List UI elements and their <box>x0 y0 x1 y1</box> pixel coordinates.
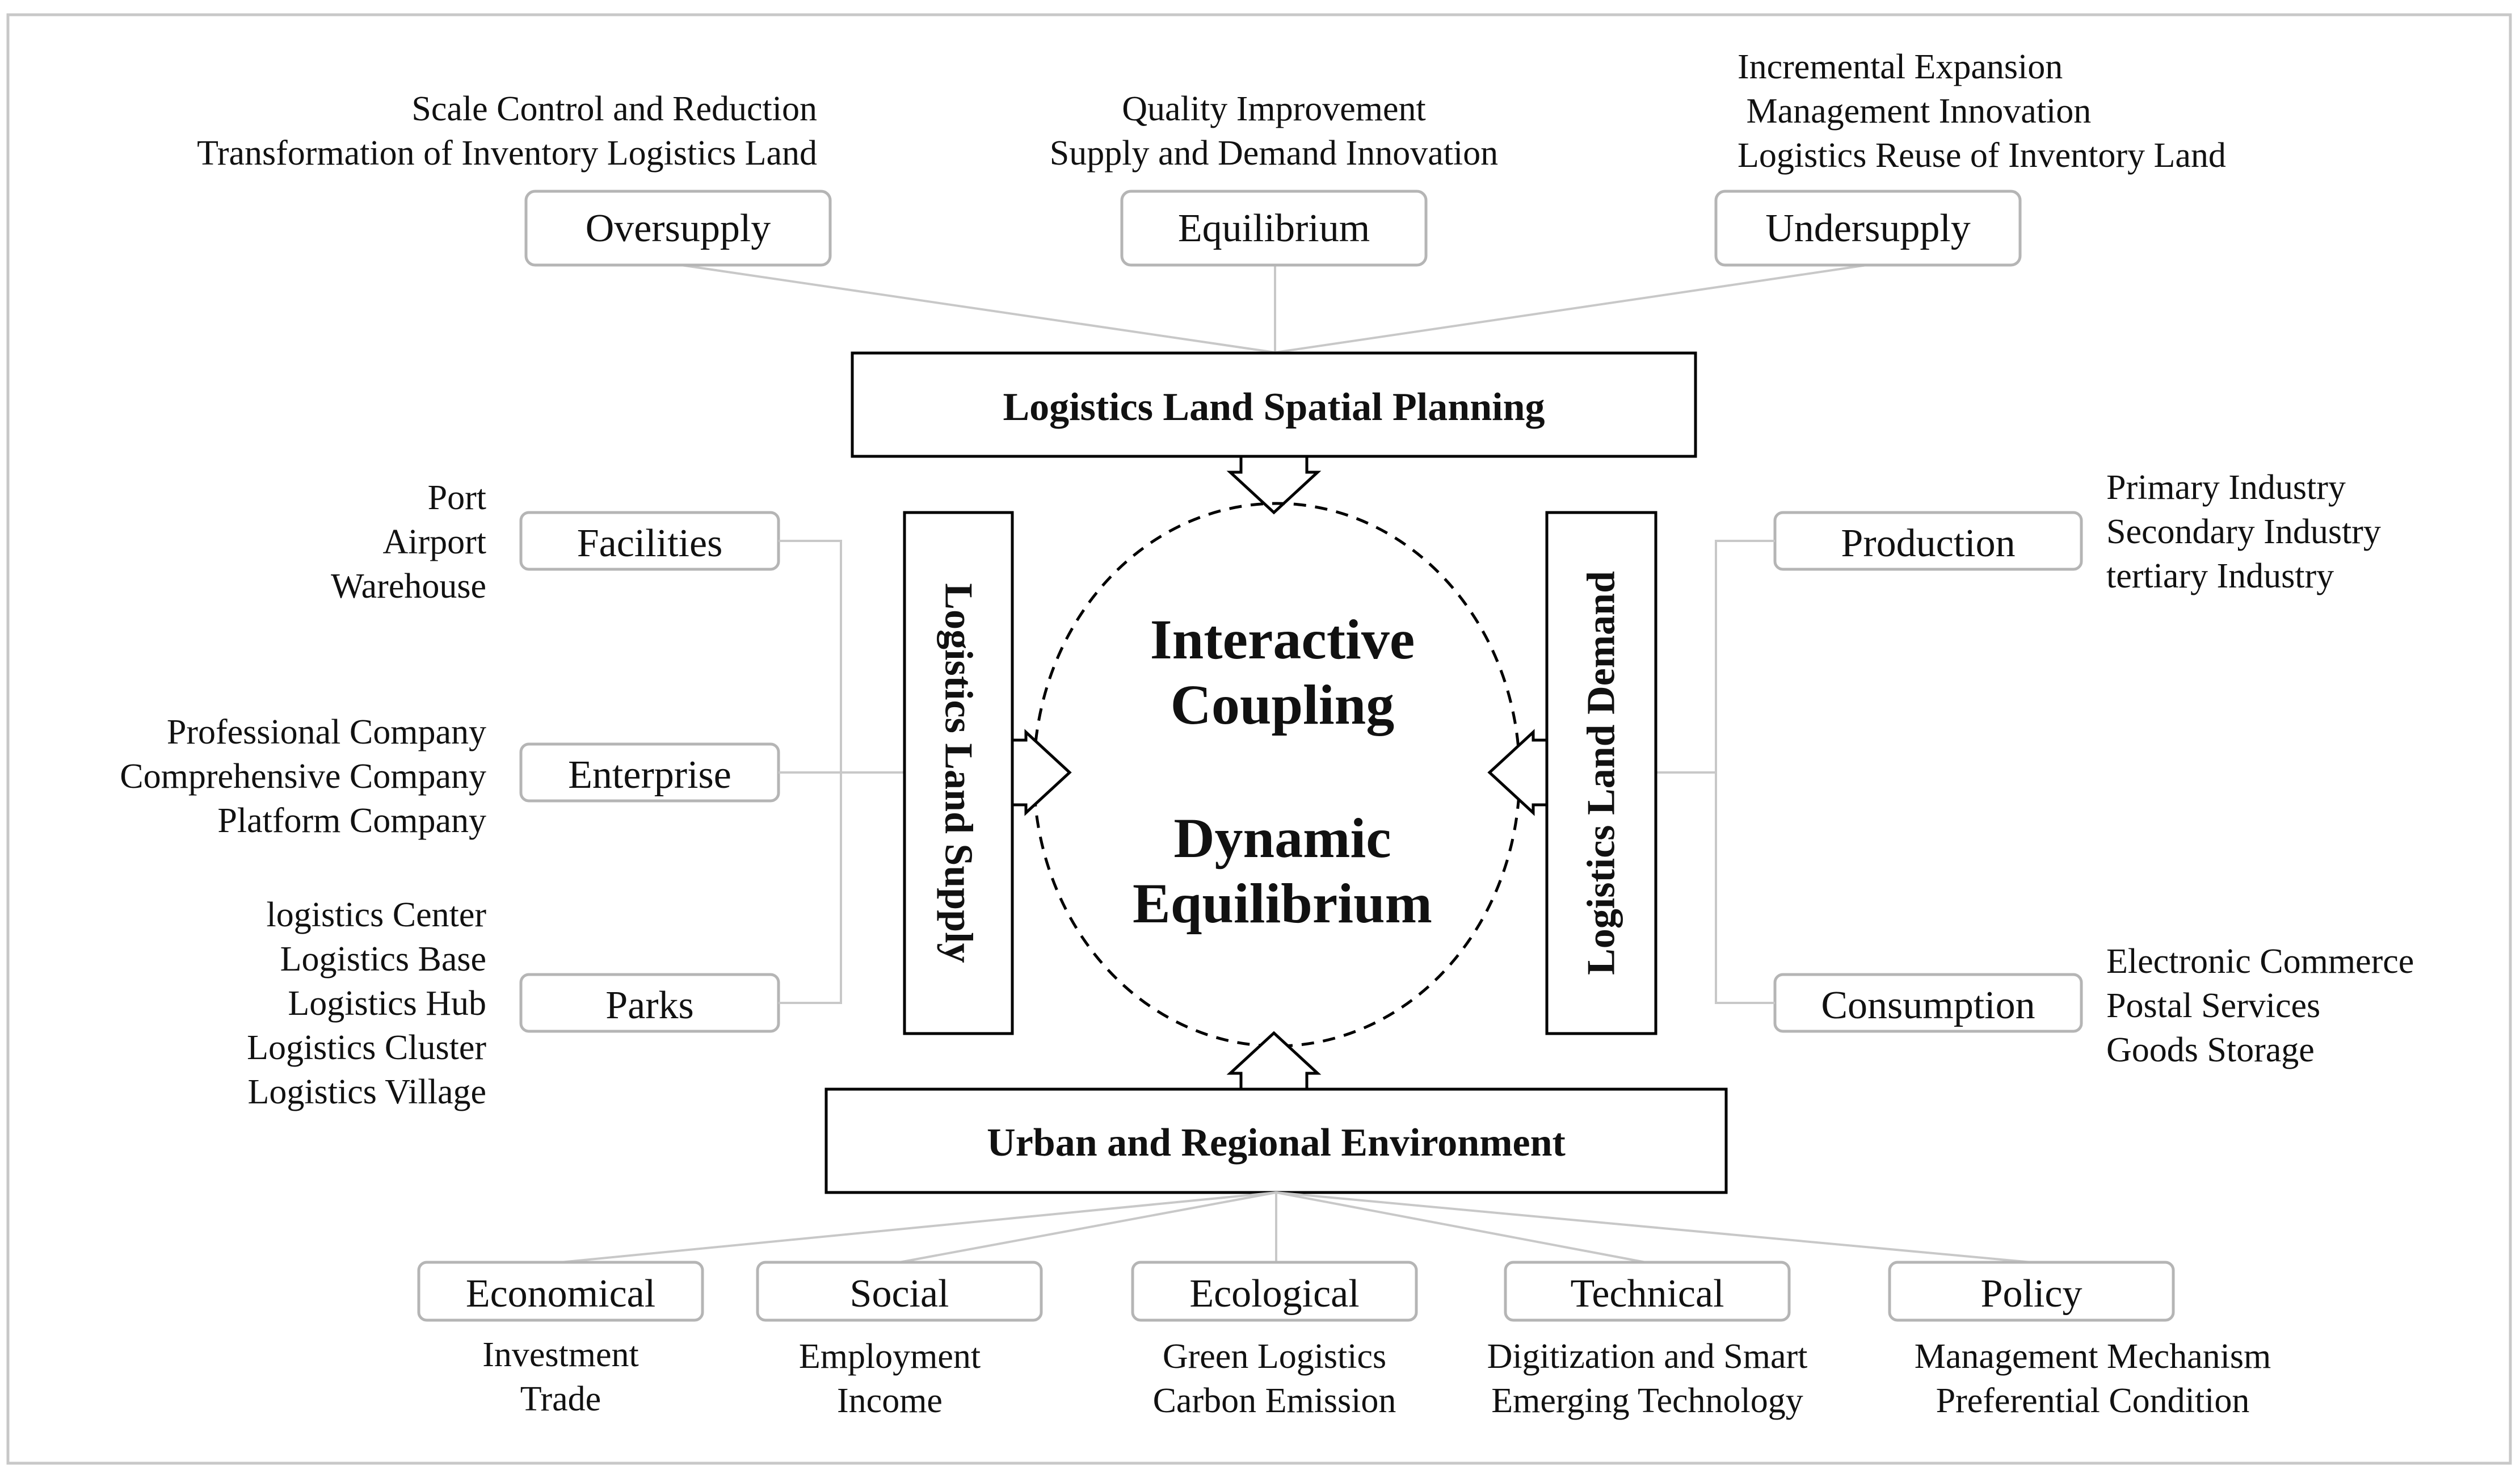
environment-title: Urban and Regional Environment <box>987 1121 1566 1165</box>
arrow-environment-to-center <box>1226 1031 1322 1091</box>
ecological-box <box>1131 1261 1418 1322</box>
connector-undersupply <box>1274 264 1867 354</box>
policy-note: Preferential Condition <box>1936 1381 2250 1420</box>
consumption-label: Consumption <box>1821 984 2035 1027</box>
connector-economical <box>560 1191 1277 1263</box>
ecological-label: Ecological <box>1189 1272 1359 1316</box>
undersupply-note: Logistics Reuse of Inventory Land <box>1738 136 2226 175</box>
connector-social <box>899 1191 1277 1263</box>
production-note: Primary Industry <box>2106 468 2346 507</box>
connector-oversupply <box>680 264 1276 354</box>
economical-note: Trade <box>520 1380 601 1418</box>
parks-note: Logistics Base <box>280 940 486 979</box>
social-box <box>756 1261 1043 1322</box>
facilities-note: Port <box>428 478 486 517</box>
environment-box <box>824 1087 1728 1194</box>
production-label: Production <box>1841 522 2015 565</box>
spatial-planning-box <box>851 351 1697 458</box>
facilities-note: Airport <box>382 523 486 561</box>
enterprise-note: Platform Company <box>217 801 486 840</box>
social-note: Income <box>837 1381 943 1420</box>
economical-label: Economical <box>466 1272 655 1316</box>
connector-facilities <box>779 540 842 772</box>
connector-technical <box>1276 1191 1646 1263</box>
oversupply-box <box>524 190 832 267</box>
social-note: Employment <box>799 1337 981 1376</box>
enterprise-note: Professional Company <box>167 713 486 751</box>
demand-box <box>1545 511 1657 1035</box>
arrow-supply-to-center <box>1011 729 1072 816</box>
facilities-label: Facilities <box>577 522 723 565</box>
oversupply-label: Oversupply <box>586 207 771 250</box>
consumption-note: Postal Services <box>2106 986 2320 1025</box>
connector-policy <box>1276 1191 2032 1263</box>
policy-label: Policy <box>1981 1272 2083 1316</box>
undersupply-note: Management Innovation <box>1738 92 2091 131</box>
center-line-equilibrium: Equilibrium <box>1133 872 1432 935</box>
center-line-dynamic: Dynamic <box>1173 807 1391 870</box>
center-line-interactive: Interactive <box>1150 608 1415 671</box>
equilibrium-box <box>1120 190 1428 267</box>
policy-note: Management Mechanism <box>1915 1337 2271 1376</box>
center-line-coupling: Coupling <box>1171 673 1395 736</box>
technical-note: Digitization and Smart <box>1487 1337 1808 1376</box>
parks-note: logistics Center <box>267 896 487 934</box>
ecological-note: Carbon Emission <box>1153 1381 1396 1420</box>
oversupply-note: Scale Control and Reduction <box>411 90 817 128</box>
arrow-demand-to-center <box>1487 729 1549 816</box>
parks-note: Logistics Hub <box>288 984 486 1023</box>
supply-box <box>903 511 1014 1035</box>
technical-box <box>1504 1261 1791 1322</box>
equilibrium-note: Quality Improvement <box>1122 90 1425 128</box>
arrow-planning-to-center <box>1226 455 1322 515</box>
demand-title: Logistics Land Demand <box>1580 571 1623 975</box>
facilities-note: Warehouse <box>331 567 486 606</box>
policy-box <box>1888 1261 2175 1322</box>
spatial-planning-title: Logistics Land Spatial Planning <box>1003 385 1545 429</box>
parks-note: Logistics Village <box>248 1073 486 1111</box>
undersupply-note: Incremental Expansion <box>1738 48 2063 86</box>
outer-frame <box>6 13 2512 1465</box>
supply-title: Logistics Land Supply <box>937 583 981 963</box>
consumption-note: Goods Storage <box>2106 1031 2315 1069</box>
enterprise-note: Comprehensive Company <box>120 757 486 796</box>
parks-note: Logistics Cluster <box>247 1028 486 1067</box>
equilibrium-note: Supply and Demand Innovation <box>1050 134 1498 173</box>
parks-label: Parks <box>605 984 694 1027</box>
production-note: Secondary Industry <box>2106 513 2381 551</box>
technical-label: Technical <box>1570 1272 1724 1316</box>
coupling-ellipse <box>1032 502 1521 1048</box>
equilibrium-label: Equilibrium <box>1178 207 1370 250</box>
social-label: Social <box>850 1272 949 1316</box>
undersupply-box <box>1714 190 2022 267</box>
connector-parks <box>779 772 842 1004</box>
economical-note: Investment <box>482 1336 639 1374</box>
connector-production <box>1715 540 1775 772</box>
undersupply-label: Undersupply <box>1765 207 1971 250</box>
consumption-note: Electronic Commerce <box>2106 942 2414 981</box>
ecological-note: Green Logistics <box>1163 1337 1386 1376</box>
economical-box <box>417 1261 704 1322</box>
technical-note: Emerging Technology <box>1491 1381 1803 1420</box>
production-note: tertiary Industry <box>2106 557 2334 595</box>
oversupply-note: Transformation of Inventory Logistics La… <box>197 134 817 173</box>
enterprise-label: Enterprise <box>568 753 731 797</box>
connector-consumption <box>1715 772 1775 1004</box>
